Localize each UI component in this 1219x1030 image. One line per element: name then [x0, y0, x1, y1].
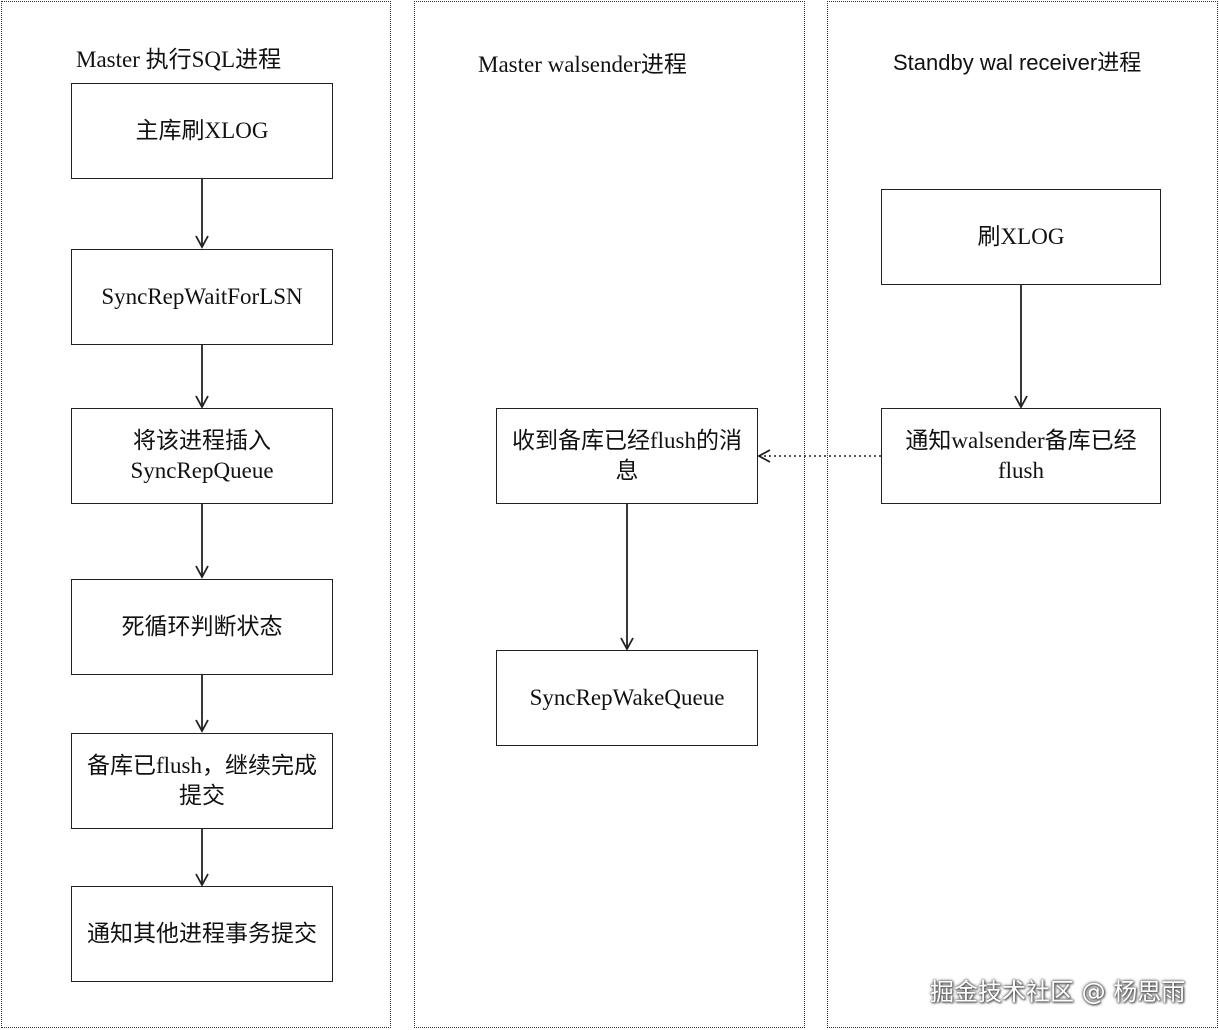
lane-master-sql-process: [1, 1, 391, 1028]
lane-master-walsender: [414, 1, 805, 1028]
node-notify-other-processes: 通知其他进程事务提交: [71, 886, 333, 982]
node-standby-flush-xlog: 刷XLOG: [881, 189, 1161, 285]
node-loop-check-state: 死循环判断状态: [71, 579, 333, 675]
lane-title-wal-receiver: Standby wal receiver进程: [893, 50, 1142, 75]
node-sync-rep-wake-queue: SyncRepWakeQueue: [496, 650, 758, 746]
node-master-flush-xlog: 主库刷XLOG: [71, 83, 333, 179]
node-insert-sync-rep-queue: 将该进程插入SyncRepQueue: [71, 408, 333, 504]
watermark: 掘金技术社区 @ 杨思雨: [930, 978, 1186, 1006]
node-receive-flush-message: 收到备库已经flush的消息: [496, 408, 758, 504]
lane-title-master-sql: Master 执行SQL进程: [76, 47, 282, 72]
node-standby-flushed-continue: 备库已flush，继续完成提交: [71, 733, 333, 829]
lane-title-walsender: Master walsender进程: [478, 52, 687, 77]
lane-standby-wal-receiver: [827, 1, 1218, 1028]
node-notify-walsender: 通知walsender备库已经flush: [881, 408, 1161, 504]
node-sync-rep-wait-for-lsn: SyncRepWaitForLSN: [71, 249, 333, 345]
